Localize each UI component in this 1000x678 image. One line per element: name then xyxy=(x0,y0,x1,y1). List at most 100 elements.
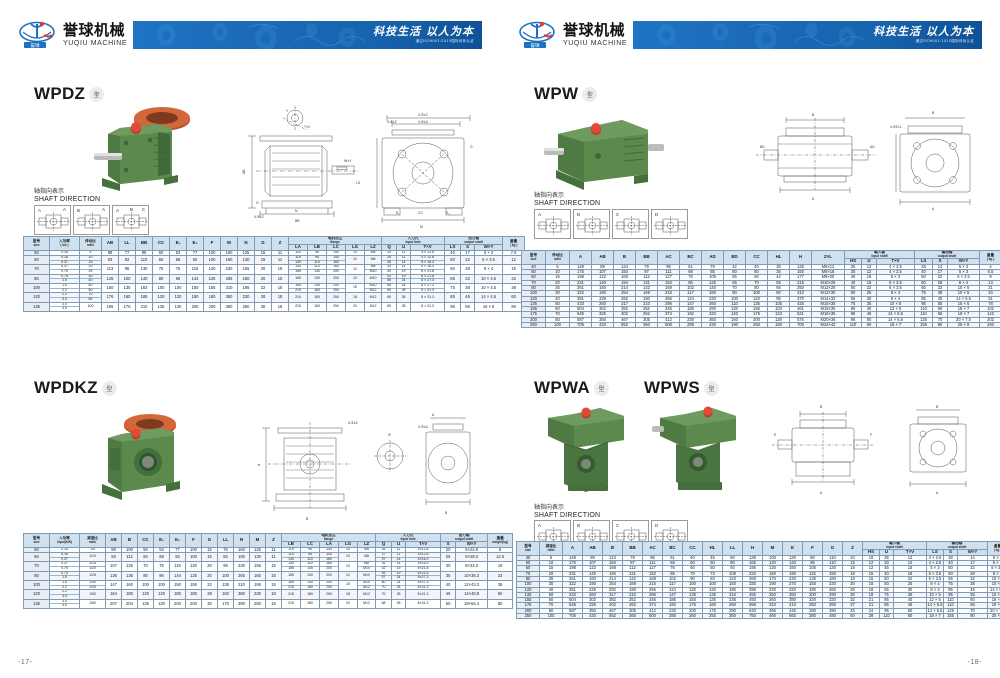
table-cell: 230 xyxy=(233,561,250,572)
svg-text:LS: LS xyxy=(356,181,361,185)
th-dim-13: G xyxy=(822,541,843,556)
table-cell: 135 xyxy=(217,580,234,591)
table-cell: 390 xyxy=(220,301,238,313)
page-number-right: -18- xyxy=(967,659,982,666)
table-cell-multi: 15 xyxy=(338,580,358,591)
logo-icon: 誉球 xyxy=(18,19,58,51)
table-cell: 150 xyxy=(186,283,204,294)
table-cell: 6 × 3.5 xyxy=(926,570,944,577)
table-cell: 113 xyxy=(101,264,119,275)
table-cell: 140 xyxy=(135,273,153,285)
table-cell-multi: 10 xyxy=(338,561,358,572)
table-cell: 195 xyxy=(249,580,266,591)
table-cell: 110 xyxy=(844,321,862,329)
th-dim-3: BB xyxy=(635,250,658,265)
table-cell: 310 xyxy=(233,580,250,591)
section-name: WPDZ xyxy=(34,84,86,103)
table-cell: 135 xyxy=(118,283,136,294)
table-cell: 195 xyxy=(237,283,255,294)
table-cell-multi: 130 xyxy=(307,273,327,285)
table-cell: 10 × 5 xyxy=(946,284,981,292)
table-cell: 15 xyxy=(201,552,218,563)
table-cell: 210 xyxy=(135,301,153,313)
table-cell: 34 xyxy=(979,290,1000,297)
svg-text:E₂: E₂ xyxy=(446,211,450,215)
table-cell-multi: 1/60 xyxy=(79,598,106,610)
table-cell: 90 xyxy=(932,321,948,329)
table-cell: 95 xyxy=(217,561,234,572)
svg-text:B: B xyxy=(306,517,309,521)
table-cell: 9 xyxy=(979,274,1000,281)
th-dim-2: B xyxy=(602,541,623,556)
shaft-label-en: SHAFT DIRECTION xyxy=(534,199,601,207)
table-cell: 80 xyxy=(23,273,50,285)
table-cell-multi: 250 xyxy=(319,598,339,610)
table-cell-multi: M10 xyxy=(363,273,383,285)
th-dim-1: B xyxy=(121,533,138,548)
product-photo-wpwa xyxy=(534,398,634,498)
section-name: WPWS xyxy=(644,378,700,397)
table-cell: 15 xyxy=(265,580,282,591)
th-dim-3: BB xyxy=(622,541,643,556)
table-cell: 8×28.3 xyxy=(455,552,489,563)
product-photo-wpdkz xyxy=(78,400,198,510)
table-cell: 70 xyxy=(23,264,50,275)
th-dim-8: LL xyxy=(722,541,743,556)
table-cell: 360 xyxy=(635,321,658,329)
table-cell: 14 xyxy=(956,554,989,562)
svg-text:B: B xyxy=(820,405,823,409)
product-photo-wpws xyxy=(646,398,746,498)
table-cell: 136 xyxy=(121,570,138,582)
section-badge: 型 xyxy=(89,86,105,102)
table-cell: 15 xyxy=(271,283,289,294)
table-cell: 250 xyxy=(682,612,703,620)
table-cell: 45 xyxy=(956,586,989,593)
table-cell: 285 xyxy=(679,321,702,329)
svg-text:A: A xyxy=(820,491,823,495)
table-cell: 20 × 7.5 xyxy=(987,607,1000,615)
table-cell: 22 xyxy=(460,255,476,266)
gear-pattern-icon xyxy=(157,23,366,49)
table-cell-multi: 200 xyxy=(326,273,346,285)
th-dim-8: CC xyxy=(745,250,768,265)
section-name: WPWA xyxy=(534,378,590,397)
table-cell: 92 xyxy=(169,552,186,563)
table-cell: 40 xyxy=(440,580,457,591)
table-cell: 420 xyxy=(701,321,724,329)
section-badge: 型 xyxy=(703,380,719,396)
th-dim-5: BC xyxy=(662,541,683,556)
table-cell: 68 xyxy=(153,552,170,563)
th-dim-6: G xyxy=(201,533,218,548)
table-cell: 6 × 3.5 xyxy=(946,274,981,281)
th-dim-1: AB xyxy=(582,541,603,556)
table-cell: 190 xyxy=(233,552,250,563)
table-cell: 10 × 4.5 xyxy=(474,273,504,285)
table-cell: 5 × 3 xyxy=(987,560,1000,567)
table-cell: 100 xyxy=(118,273,136,285)
